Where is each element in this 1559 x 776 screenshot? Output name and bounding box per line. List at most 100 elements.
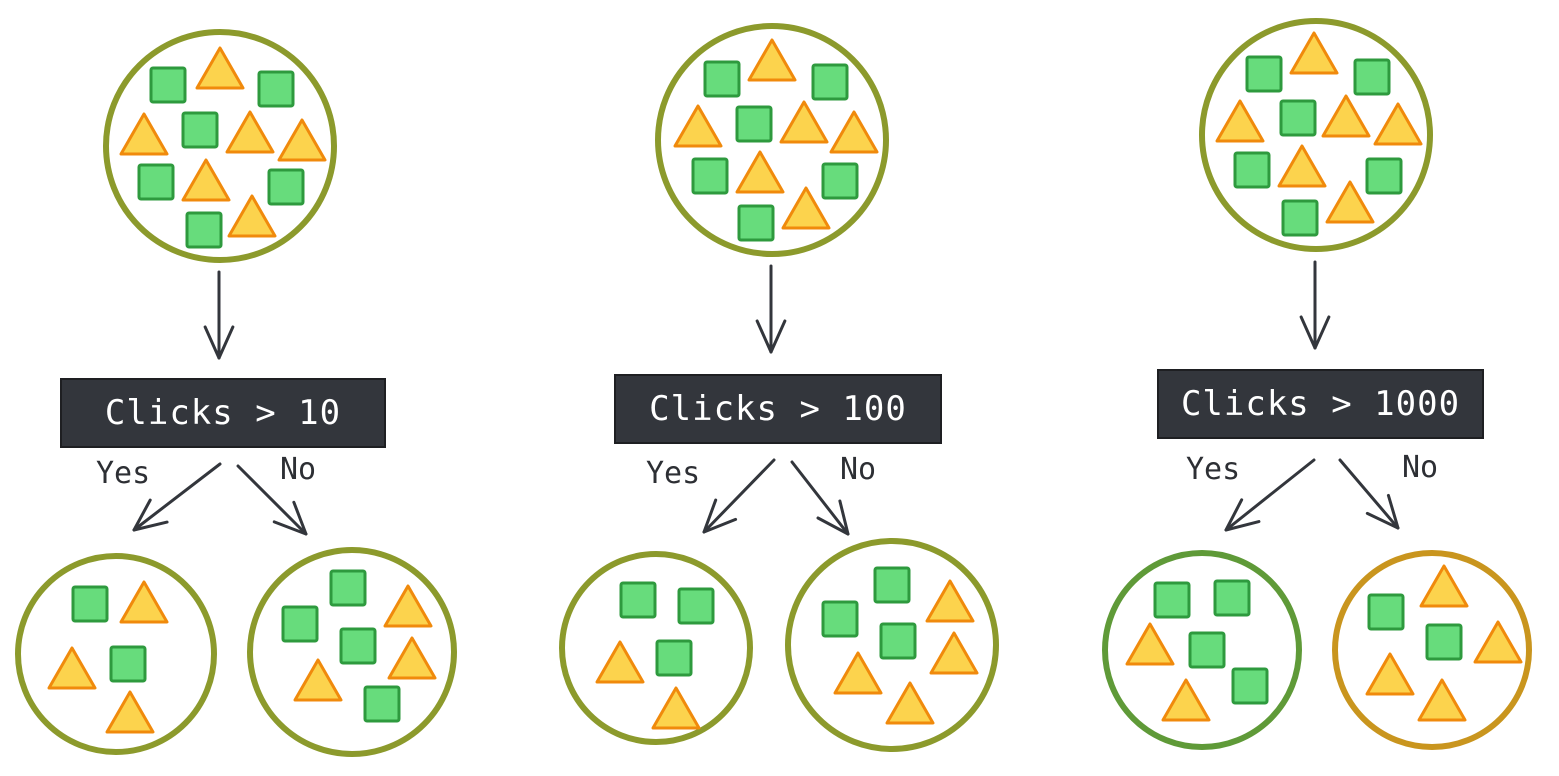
square-item-icon — [811, 63, 849, 101]
triangle-item-icon — [105, 690, 155, 734]
triangle-item-icon — [119, 580, 169, 624]
triangle-item-icon — [1325, 180, 1375, 224]
square-item-icon — [1353, 58, 1391, 96]
yes-leaf-node-tree-1 — [15, 553, 217, 755]
triangle-item-icon — [1417, 678, 1467, 722]
square-item-icon — [1365, 157, 1403, 195]
split-label-tree-1: Clicks > 10 — [104, 393, 342, 433]
square-item-icon — [363, 685, 401, 723]
no-label-tree-1: No — [280, 452, 317, 487]
triangle-item-icon — [225, 110, 275, 154]
square-item-icon — [257, 70, 295, 108]
yes-branch-arrow-tree-1 — [132, 462, 222, 532]
triangle-item-icon — [779, 100, 829, 144]
triangle-item-icon — [781, 186, 831, 230]
triangle-item-icon — [119, 112, 169, 156]
yes-label-tree-2: Yes — [646, 456, 701, 491]
square-item-icon — [1281, 199, 1319, 237]
yes-label-tree-1: Yes — [96, 456, 151, 491]
no-branch-arrow-tree-2 — [790, 460, 850, 536]
yes-label-tree-3: Yes — [1186, 452, 1241, 487]
square-item-icon — [691, 157, 729, 195]
triangle-item-icon — [673, 104, 723, 148]
yes-branch-arrow-tree-3-head — [1224, 498, 1261, 532]
square-item-icon — [185, 211, 223, 249]
triangle-item-icon — [227, 194, 277, 238]
triangle-item-icon — [1277, 144, 1327, 188]
square-item-icon — [1231, 667, 1269, 705]
square-item-icon — [821, 162, 859, 200]
yes-leaf-node-tree-3 — [1102, 550, 1302, 750]
triangle-item-icon — [47, 646, 97, 690]
triangle-item-icon — [1321, 94, 1371, 138]
square-item-icon — [1367, 593, 1405, 631]
square-item-icon — [677, 587, 715, 625]
triangle-item-icon — [735, 150, 785, 194]
square-item-icon — [339, 627, 377, 665]
square-item-icon — [1425, 623, 1463, 661]
square-item-icon — [181, 111, 219, 149]
triangle-item-icon — [651, 686, 701, 730]
triangle-item-icon — [595, 640, 645, 684]
yes-branch-arrow-tree-2-head — [702, 498, 738, 534]
triangle-item-icon — [1125, 622, 1175, 666]
triangle-item-icon — [293, 658, 343, 702]
triangle-item-icon — [885, 681, 935, 725]
square-item-icon — [267, 168, 305, 206]
square-item-icon — [1213, 579, 1251, 617]
yes-branch-arrow-tree-1-head — [132, 498, 169, 532]
split-label-tree-3: Clicks > 1000 — [1180, 384, 1461, 424]
square-item-icon — [137, 163, 175, 201]
square-item-icon — [1153, 581, 1191, 619]
no-branch-arrow-tree-2-head — [816, 499, 850, 536]
root-node-tree-2 — [655, 23, 889, 257]
triangle-item-icon — [195, 46, 245, 90]
square-item-icon — [873, 566, 911, 604]
square-item-icon — [1233, 151, 1271, 189]
triangle-item-icon — [833, 651, 883, 695]
triangle-item-icon — [929, 631, 979, 675]
root-to-split-arrow-tree-2-head — [755, 319, 787, 354]
triangle-item-icon — [925, 579, 975, 623]
square-item-icon — [619, 581, 657, 619]
no-label-tree-2: No — [840, 452, 877, 487]
square-item-icon — [703, 60, 741, 98]
triangle-item-icon — [747, 38, 797, 82]
split-label-tree-2: Clicks > 100 — [649, 389, 907, 429]
triangle-item-icon — [1419, 564, 1469, 608]
split-box-tree-2: Clicks > 100 — [614, 374, 942, 444]
yes-branch-arrow-tree-3 — [1224, 458, 1316, 532]
no-branch-arrow-tree-3 — [1338, 458, 1400, 530]
triangle-item-icon — [1289, 31, 1339, 75]
square-item-icon — [281, 605, 319, 643]
triangle-item-icon — [1473, 620, 1523, 664]
root-node-tree-1 — [103, 29, 337, 263]
triangle-item-icon — [1365, 652, 1415, 696]
square-item-icon — [149, 66, 187, 104]
split-box-tree-1: Clicks > 10 — [60, 378, 386, 448]
yes-leaf-node-tree-2 — [559, 551, 753, 745]
square-item-icon — [1245, 55, 1283, 93]
triangle-item-icon — [1373, 102, 1423, 146]
no-branch-arrow-tree-1-head — [272, 500, 308, 536]
root-node-tree-3 — [1199, 18, 1433, 252]
no-leaf-node-tree-1 — [247, 547, 457, 757]
triangle-item-icon — [387, 636, 437, 680]
square-item-icon — [655, 639, 693, 677]
square-item-icon — [1279, 99, 1317, 137]
triangle-item-icon — [1161, 678, 1211, 722]
root-to-split-arrow-tree-3-head — [1299, 315, 1331, 350]
no-label-tree-3: No — [1402, 450, 1439, 485]
no-branch-arrow-tree-1 — [236, 464, 308, 536]
square-item-icon — [1188, 631, 1226, 669]
no-leaf-node-tree-2 — [785, 538, 999, 752]
yes-branch-arrow-tree-2 — [702, 458, 776, 534]
triangle-item-icon — [829, 110, 879, 154]
triangle-item-icon — [277, 118, 327, 162]
square-item-icon — [821, 600, 859, 638]
square-item-icon — [735, 105, 773, 143]
triangle-item-icon — [181, 158, 231, 202]
no-leaf-node-tree-3 — [1332, 550, 1532, 750]
root-to-split-arrow-tree-1-head — [203, 325, 235, 360]
